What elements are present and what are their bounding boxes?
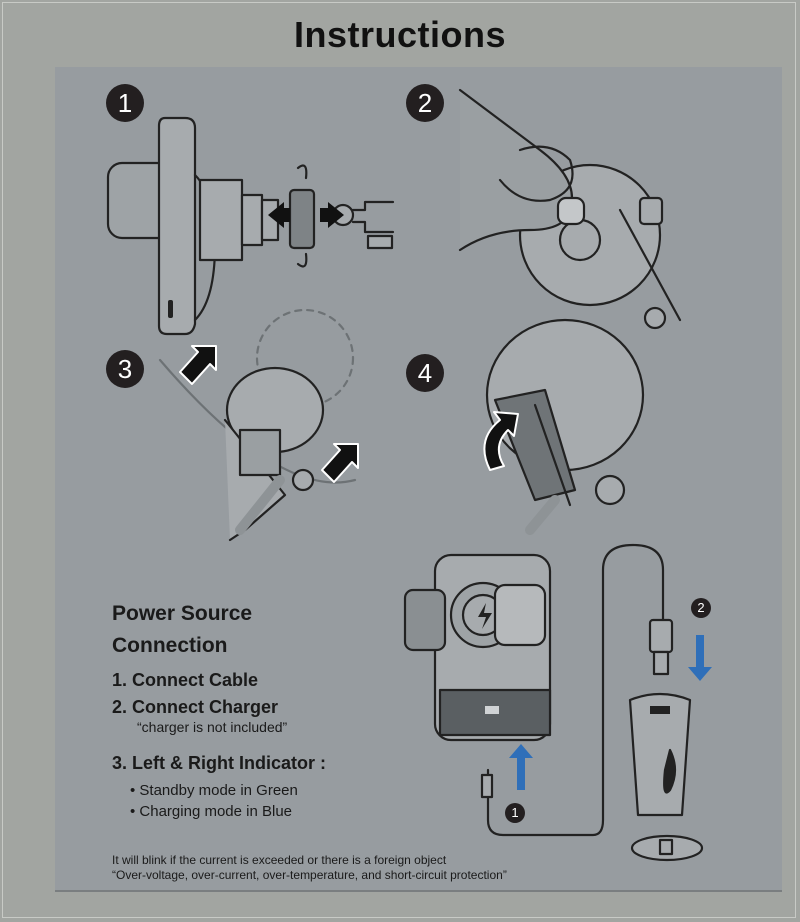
footnote-line-2: “Over-voltage, over-current, over-temper… <box>112 868 507 882</box>
power-connection-illustration <box>403 543 712 862</box>
page-title: Instructions <box>293 14 506 55</box>
step1-illustration <box>106 116 395 336</box>
step3-illustration <box>158 308 359 542</box>
charger-not-included-note: “charger is not included” <box>137 719 288 735</box>
step2-illustration <box>458 88 682 330</box>
connect-cable-step: 1. Connect Cable <box>112 670 259 690</box>
step-3-badge: 3 <box>106 350 144 388</box>
panel-bottom-divider <box>55 890 782 892</box>
step-2-badge: 2 <box>406 84 444 122</box>
step4-illustration <box>483 318 645 535</box>
step-4-badge: 4 <box>406 354 444 392</box>
power-source-heading: Power Source Connection <box>112 598 372 662</box>
footnote-line-1: It will blink if the current is exceeded… <box>112 853 447 867</box>
indicator-step: 3. Left & Right Indicator : <box>112 753 326 773</box>
charger-step-number: 2 <box>691 598 711 618</box>
step-1-badge: 1 <box>106 84 144 122</box>
connect-charger-step: 2. Connect Charger <box>112 697 279 717</box>
charging-mode-bullet: • Charging mode in Blue <box>130 803 293 820</box>
power-source-heading-line1: Power Source <box>112 602 253 625</box>
standby-mode-bullet: • Standby mode in Green <box>130 782 298 799</box>
cable-step-number: 1 <box>505 803 525 823</box>
power-source-heading-line2: Connection <box>112 634 228 657</box>
